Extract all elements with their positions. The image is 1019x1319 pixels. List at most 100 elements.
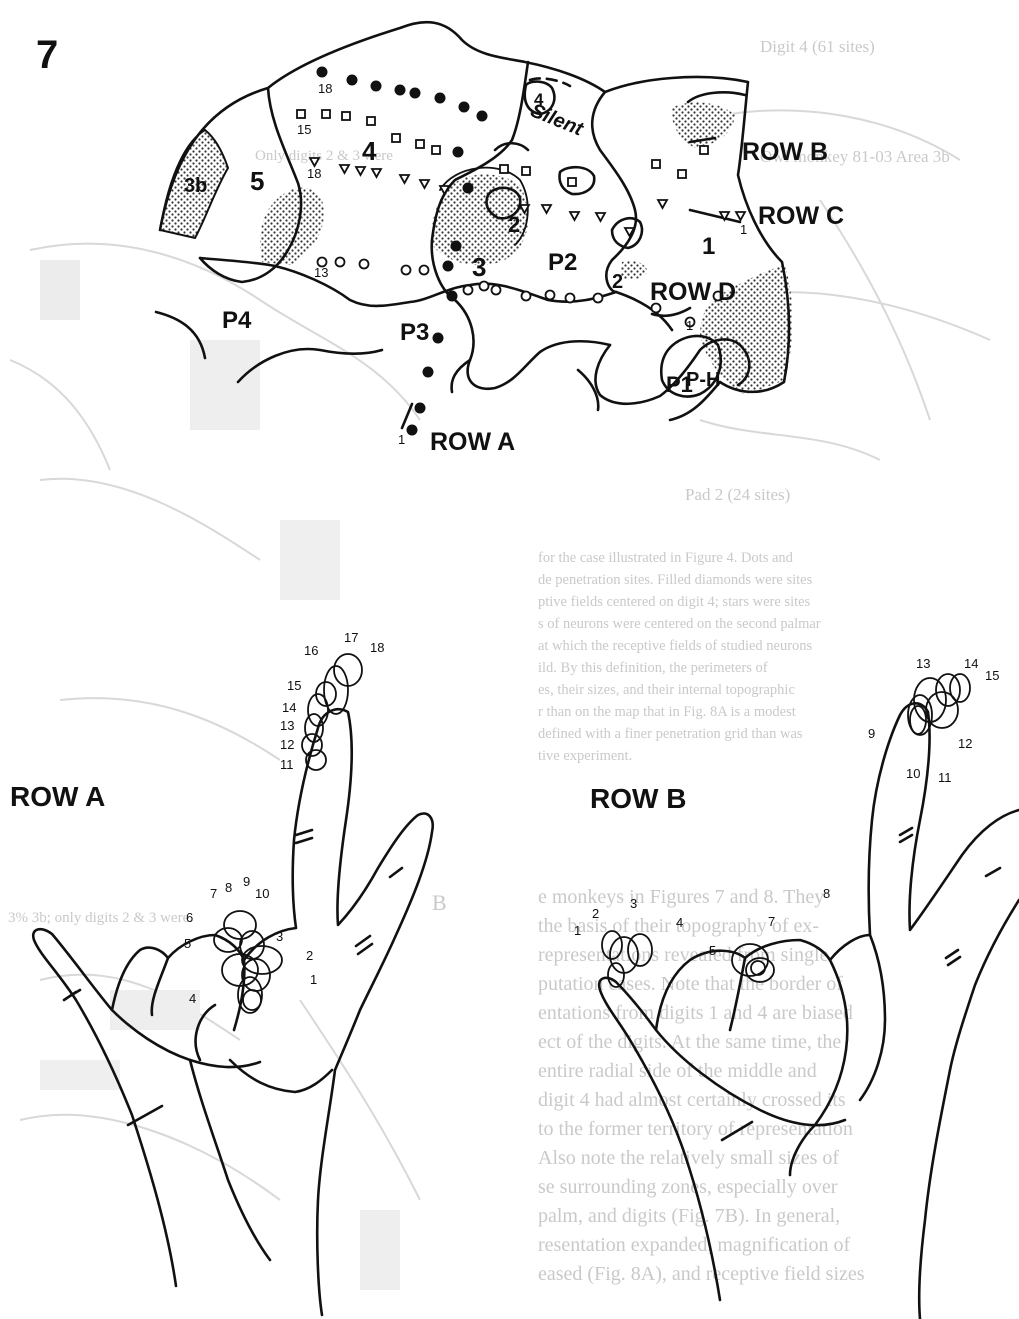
hand-outline-b-right (919, 900, 1019, 1319)
site-circle (336, 258, 345, 267)
site-square (322, 110, 330, 118)
site-dot (317, 67, 328, 78)
site-dot (443, 261, 454, 272)
site-square (297, 110, 305, 118)
field-number: 13 (280, 718, 294, 733)
site-dot (463, 183, 474, 194)
site-circle (492, 286, 501, 295)
row-a-arrow (402, 404, 412, 428)
caption-line: r than on the map that in Fig. 8A is a m… (538, 704, 796, 720)
crease-mark (390, 868, 402, 877)
area-label-3: 3 (472, 252, 486, 282)
pad-line-b (860, 935, 885, 1100)
site-square (522, 167, 530, 175)
field-number: 3 (276, 929, 283, 944)
field-number: 11 (280, 757, 294, 772)
site-dot (451, 241, 462, 252)
show-through-left-3: B (432, 890, 447, 915)
caption-line: ptive fields centered on digit 4; stars … (538, 594, 811, 610)
site-dot (447, 291, 458, 302)
site-square (568, 178, 576, 186)
site-triangle (596, 213, 605, 221)
site-dot (435, 93, 446, 104)
field-number: 13 (916, 656, 930, 671)
body-line: entations from digits 1 and 4 are biased (538, 1002, 853, 1024)
body-line: se surrounding zones, especially over (538, 1176, 838, 1198)
show-through-label-1: Digit 4 (61 sites) (760, 37, 875, 56)
show-through-left-1: 3% 3b; only digits 2 & 3 were (8, 910, 190, 926)
caption-line: es, their sizes, and their internal topo… (538, 682, 795, 698)
field-number: 7 (210, 886, 217, 901)
site-triangle (420, 180, 429, 188)
caption-line: de penetration sites. Filled diamonds we… (538, 572, 813, 588)
site-triangle (400, 175, 409, 183)
site-triangle (310, 158, 319, 166)
caption-line: tive experiment. (538, 748, 632, 764)
site-dot (459, 102, 470, 113)
site-triangle (356, 167, 365, 175)
field-number: 12 (280, 737, 294, 752)
site-dot (477, 111, 488, 122)
field-number: 17 (344, 630, 358, 645)
site-triangle (542, 205, 551, 213)
crease-mark (946, 950, 960, 965)
field-number: 18 (370, 640, 384, 655)
crease-mark (900, 828, 912, 842)
site-square (392, 134, 400, 142)
field-number: 14 (964, 656, 978, 671)
site-square (432, 146, 440, 154)
site-circle (522, 292, 531, 301)
show-through-label-3: Pad 2 (24 sites) (685, 485, 790, 504)
field-numbers-a: 16 17 18 15 14 13 12 11 9 7 8 10 6 5 3 2… (184, 630, 384, 1006)
field-number: 15 (985, 668, 999, 683)
field-number: 7 (768, 914, 775, 929)
site-square (678, 170, 686, 178)
field-number: 10 (906, 766, 920, 781)
panel-b-title: ROW B (590, 783, 686, 814)
area-label-1: 1 (702, 233, 715, 260)
site-square (652, 160, 660, 168)
field-number: 15 (287, 678, 301, 693)
caption-line: defined with a finer penetration grid th… (538, 726, 803, 742)
crease-mark (64, 990, 80, 1000)
row-label-a: ROW A (430, 428, 515, 456)
receptive-field (914, 678, 946, 722)
caption-line: for the case illustrated in Figure 4. Do… (538, 550, 794, 566)
site-dot (371, 81, 382, 92)
body-line: entire radial side of the middle and (538, 1060, 817, 1082)
panel-a-title: ROW A (10, 781, 105, 812)
row-label-d: ROW D (650, 278, 736, 306)
site-triangle (736, 212, 745, 220)
site-square (342, 112, 350, 120)
site-dot (453, 147, 464, 158)
site-dot (423, 367, 434, 378)
site-square (416, 140, 424, 148)
field-number: 1 (574, 923, 581, 938)
row-label-b: ROW B (742, 138, 828, 166)
field-number: 6 (186, 910, 193, 925)
row-label-c: ROW C (758, 202, 844, 230)
crease-mark (356, 936, 372, 954)
site-square (700, 146, 708, 154)
field-number: 14 (282, 700, 296, 715)
field-number: 16 (304, 643, 318, 658)
site-triangle (658, 200, 667, 208)
field-number: 5 (184, 936, 191, 951)
site-dot (395, 85, 406, 96)
site-number: 15 (297, 122, 311, 137)
site-triangle (372, 169, 381, 177)
body-line: resentation expanded, magnification of (538, 1234, 850, 1256)
stippled-region-small (620, 260, 648, 279)
area-label-5: 5 (250, 166, 264, 196)
site-triangle (570, 212, 579, 220)
field-number: 4 (189, 991, 196, 1006)
stippled-region-3b-4 (260, 188, 324, 265)
boundary-row-b (688, 92, 745, 102)
field-number: 9 (868, 726, 875, 741)
body-line: ect of the digits. At the same time, the (538, 1031, 841, 1053)
crease-mark (986, 868, 1000, 876)
zone-label-p3: P3 (400, 319, 429, 346)
site-circle (420, 266, 429, 275)
caption-line: ild. By this definition, the perimeters … (538, 660, 768, 676)
caption-line: at which the receptive fields of studied… (538, 638, 813, 654)
